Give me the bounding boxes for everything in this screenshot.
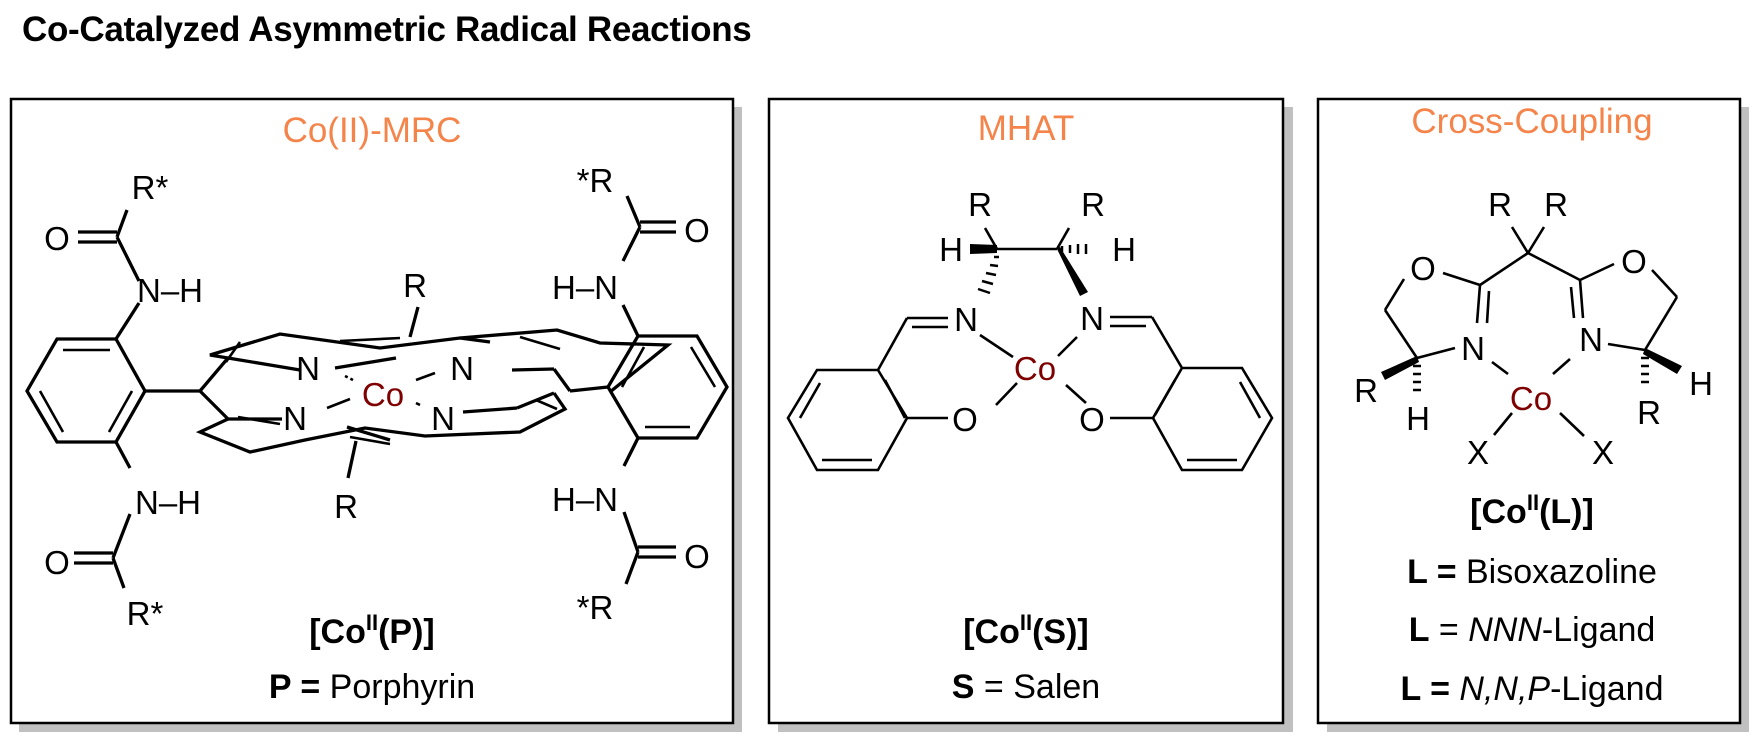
ligand-definition: P = Porphyrin <box>269 668 475 706</box>
phenyl-ring-left <box>786 368 909 472</box>
label-nitrogen: N <box>954 301 978 338</box>
label-r: R <box>1544 186 1568 223</box>
label-r: R <box>968 186 992 223</box>
label-nh: N–H <box>135 484 201 521</box>
panel-title: Co(II)-MRC <box>283 111 462 150</box>
salen-structure <box>786 227 1274 472</box>
label-nh: N–H <box>137 272 203 309</box>
label-r: R <box>1081 186 1105 223</box>
ligand-definition-bisoxazoline: L = Bisoxazoline <box>1407 553 1657 591</box>
label-nitrogen: N <box>1579 321 1603 358</box>
panel-border <box>1316 97 1742 725</box>
label-chiral-r: R* <box>132 169 169 206</box>
panel-border <box>767 97 1285 725</box>
label-meso-r: R <box>334 488 358 525</box>
label-x: X <box>1467 434 1489 471</box>
label-r: R <box>1637 394 1661 431</box>
panel-border <box>9 97 735 725</box>
porphyrin-structure <box>25 195 729 589</box>
page-title: Co-Catalyzed Asymmetric Radical Reaction… <box>22 10 752 49</box>
phenyl-ring-right <box>606 334 729 440</box>
label-hn: H–N <box>552 481 618 518</box>
label-oxygen: O <box>44 544 70 581</box>
label-nitrogen: N <box>431 400 455 437</box>
label-hn: H–N <box>552 269 618 306</box>
catalyst-label: [CoII(L)] <box>1470 490 1594 531</box>
label-chiral-r: *R <box>577 162 614 199</box>
label-meso-r: R <box>403 267 427 304</box>
label-oxygen: O <box>684 538 710 575</box>
panel-title: MHAT <box>978 109 1075 148</box>
ligand-definition: S = Salen <box>952 668 1100 706</box>
salen-atom-labels: R R H H N N Co O O <box>939 186 1136 438</box>
label-hydrogen: H <box>939 231 963 268</box>
label-chiral-r: R* <box>127 595 164 632</box>
label-hydrogen: H <box>1406 400 1430 437</box>
ligand-definition-nnp: L = N,N,P-Ligand <box>1400 670 1663 708</box>
label-x: X <box>1592 434 1614 471</box>
catalyst-label: [CoII(P)] <box>309 610 435 651</box>
label-oxygen: O <box>952 401 978 438</box>
label-hydrogen: H <box>1689 365 1713 402</box>
label-nitrogen: N <box>283 400 307 437</box>
label-oxygen: O <box>1621 243 1647 280</box>
label-hydrogen: H <box>1112 231 1136 268</box>
label-r: R <box>1488 186 1512 223</box>
porphyrin-atom-labels: R* O N–H N–H O R* R R N N N N Co *R O H–… <box>44 162 710 632</box>
bisoxazoline-atom-labels: R R O O N N Co R H H R X X <box>1354 186 1713 471</box>
panel-title: Cross-Coupling <box>1411 102 1652 141</box>
bisoxazoline-structure <box>1381 226 1682 437</box>
label-cobalt: Co <box>1014 350 1056 387</box>
label-nitrogen: N <box>296 350 320 387</box>
ligand-definition-nnn: L = NNN-Ligand <box>1409 611 1656 649</box>
label-cobalt: Co <box>362 376 404 413</box>
label-nitrogen: N <box>1080 300 1104 337</box>
panel-co-mrc: Co(II)-MRC <box>9 97 742 732</box>
catalyst-label: [CoII(S)] <box>963 610 1089 651</box>
label-oxygen: O <box>684 212 710 249</box>
label-oxygen: O <box>1410 250 1436 287</box>
label-r: R <box>1354 372 1378 409</box>
label-oxygen: O <box>1079 401 1105 438</box>
panel-cross-coupling: Cross-Coupling <box>1316 97 1749 732</box>
label-nitrogen: N <box>1461 330 1485 367</box>
label-chiral-r: *R <box>577 589 614 626</box>
label-oxygen: O <box>44 220 70 257</box>
label-cobalt: Co <box>1510 380 1552 417</box>
panel-mhat: MHAT <box>767 97 1293 732</box>
label-nitrogen: N <box>450 350 474 387</box>
